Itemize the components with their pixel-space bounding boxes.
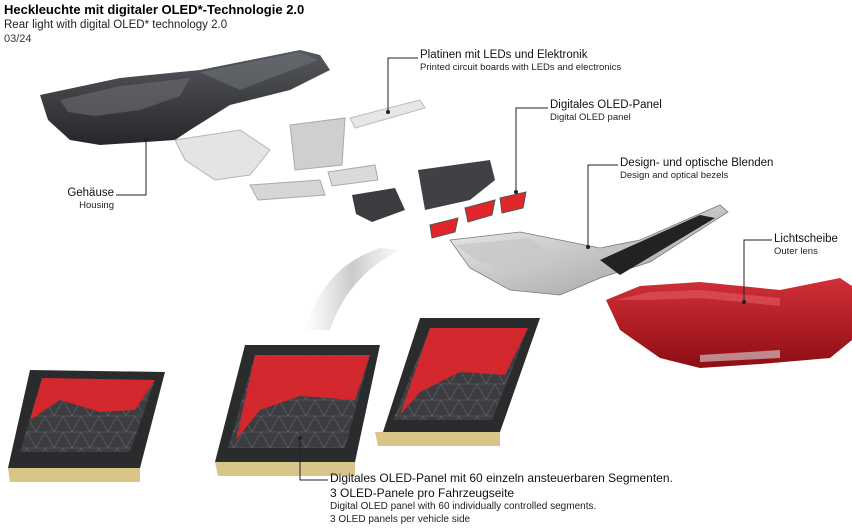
dot-oled-panel bbox=[514, 190, 518, 194]
callout-blenden: Design- und optische Blenden Design and … bbox=[620, 156, 773, 182]
circuit-boards-part bbox=[174, 99, 426, 201]
oled-panel-large-1 bbox=[8, 370, 165, 482]
housing-part bbox=[40, 50, 330, 145]
dot-bottom bbox=[298, 436, 302, 440]
leader-lichtscheibe bbox=[743, 239, 772, 300]
callout-blenden-en: Design and optical bezels bbox=[620, 170, 729, 182]
callout-gehaeuse: Gehäuse Housing bbox=[40, 186, 114, 212]
leader-bottom bbox=[299, 440, 328, 481]
callout-oled-panel-en: Digital OLED panel bbox=[550, 112, 631, 124]
callout-bottom-en-line1: Digital OLED panel with 60 individually … bbox=[330, 501, 597, 512]
dot-blenden bbox=[586, 245, 590, 249]
callout-bottom: Digitales OLED-Panel mit 60 einzeln anst… bbox=[330, 471, 673, 526]
callout-gehaeuse-de: Gehäuse bbox=[67, 187, 114, 199]
leader-gehaeuse bbox=[116, 142, 147, 196]
callout-platinen: Platinen mit LEDs und Elektronik Printed… bbox=[420, 48, 621, 74]
callout-platinen-en: Printed circuit boards with LEDs and ele… bbox=[420, 62, 622, 74]
leader-blenden bbox=[587, 164, 618, 245]
design-bezel-part bbox=[449, 204, 729, 296]
oled-carrier-part bbox=[352, 160, 495, 222]
page-title: Heckleuchte mit digitaler OLED*-Technolo… bbox=[4, 2, 305, 17]
oled-panel-small-set bbox=[429, 191, 527, 239]
outer-lens-part bbox=[606, 278, 852, 368]
page-date: 03/24 bbox=[4, 33, 32, 45]
page-subtitle: Rear light with digital OLED* technology… bbox=[4, 19, 228, 31]
leader-lines bbox=[116, 57, 772, 481]
oled-panel-large-2 bbox=[215, 345, 380, 476]
callout-bottom-de-line2: 3 OLED-Panele pro Fahrzeugseite bbox=[330, 486, 515, 500]
zoom-beam bbox=[305, 248, 400, 330]
callout-platinen-de: Platinen mit LEDs und Elektronik bbox=[420, 49, 588, 61]
callout-blenden-de: Design- und optische Blenden bbox=[620, 157, 774, 169]
dot-platinen bbox=[386, 110, 390, 114]
leader-platinen bbox=[387, 57, 418, 110]
callout-gehaeuse-en: Housing bbox=[79, 200, 114, 212]
dot-lichtscheibe bbox=[742, 300, 746, 304]
callout-oled-panel: Digitales OLED-Panel Digital OLED panel bbox=[550, 98, 662, 124]
dot-gehaeuse bbox=[144, 138, 148, 142]
oled-panel-large-3 bbox=[375, 318, 540, 446]
callout-lichtscheibe-en: Outer lens bbox=[774, 246, 818, 258]
callout-bottom-de-line1: Digitales OLED-Panel mit 60 einzeln anst… bbox=[330, 471, 673, 485]
callout-oled-panel-de: Digitales OLED-Panel bbox=[550, 99, 662, 111]
leader-oled-panel bbox=[515, 107, 548, 190]
callout-bottom-en-line2: 3 OLED panels per vehicle side bbox=[330, 513, 471, 525]
callout-lichtscheibe: Lichtscheibe Outer lens bbox=[774, 232, 838, 258]
callout-lichtscheibe-de: Lichtscheibe bbox=[774, 233, 838, 245]
